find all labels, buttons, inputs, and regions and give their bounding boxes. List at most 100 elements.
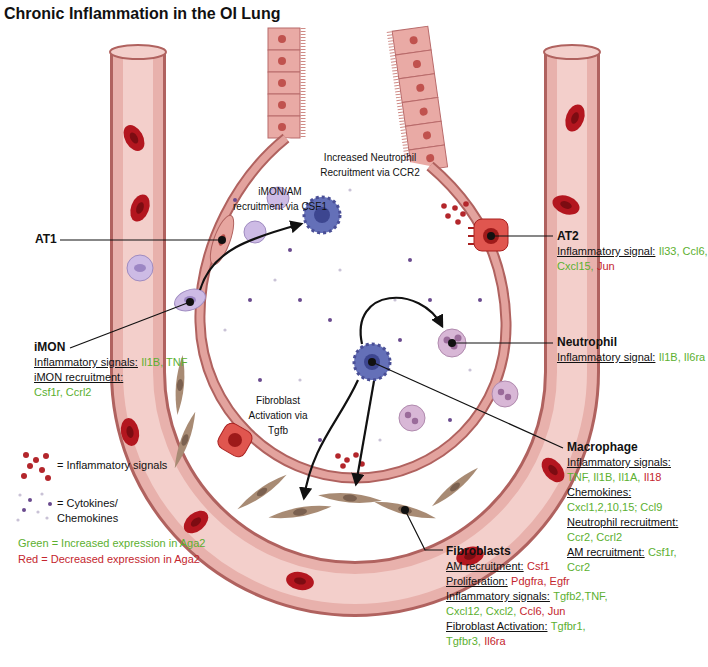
airway-epithelium: [278, 79, 286, 87]
fibroblasts: [318, 491, 383, 506]
fibroblasts: [235, 472, 289, 513]
text-line: AT2: [557, 229, 708, 244]
cytokine-dots: [448, 418, 452, 422]
legend-cytokine-icon: [16, 492, 52, 521]
macrophages: [304, 197, 390, 380]
text-line: Macrophage: [567, 440, 702, 455]
cytokine-dots: [348, 188, 351, 191]
inflammatory-signal-dots: [460, 211, 466, 217]
red-blood-cells: [119, 102, 589, 593]
cell-name: Fibroblasts: [446, 544, 511, 558]
cell-name: iMON: [34, 340, 65, 354]
red-blood-cells: [135, 201, 146, 215]
airway-epithelium: [301, 28, 306, 138]
text-line: Fibroblast Activation:Tgfbr1, Tgfbr3,Il6…: [446, 619, 638, 649]
red-blood-cells: [179, 506, 212, 538]
gene-list-up: Il1B, TNF: [141, 356, 187, 368]
red-blood-cells: [119, 121, 149, 154]
legend-swatch: Green = Increased expression in Aga2: [18, 537, 205, 549]
inflammatory-signal-dots: [344, 457, 350, 463]
gene-list-up: Il1B, Il6ra: [659, 351, 705, 363]
legend-signal-icon: [21, 473, 27, 479]
neutrophils: [412, 418, 418, 424]
inflammatory-signal-dots: [463, 201, 469, 207]
cytokine-dots: [248, 298, 252, 302]
category-heading: AM recruitment:: [567, 546, 645, 558]
macrophages: [354, 344, 390, 380]
cytokine-dots: [258, 378, 262, 382]
neutrophils: [455, 335, 462, 342]
at2-cell: [468, 227, 474, 229]
neutrophils: [492, 381, 518, 407]
inflammatory-signal-dots: [340, 463, 346, 469]
cytokine-dots: [378, 438, 381, 441]
red-blood-cells: [119, 121, 149, 154]
text-line: Inflammatory signals:Il1B, TNF: [34, 355, 194, 370]
cell-callout: MacrophageInflammatory signals:TNF, Il1B…: [567, 440, 702, 575]
cytokine-dots: [318, 438, 322, 442]
at2-cell: [468, 243, 474, 245]
at2-cell: [468, 235, 474, 237]
leader-dot: [186, 298, 194, 306]
leader-dot: [401, 506, 409, 514]
fibroblasts: [318, 491, 383, 506]
fibroblasts: [255, 486, 268, 498]
text-line: Chemokines:: [567, 485, 702, 500]
fibroblasts: [268, 502, 333, 522]
red-blood-cells: [179, 506, 212, 538]
legend-signal-icon: [21, 452, 51, 481]
category-heading: Inflammatory signals:: [34, 356, 138, 368]
fibroblasts: [429, 465, 480, 510]
text-line: Inflammatory signal:Il33, Ccl6, Cxcl15,J…: [557, 244, 708, 274]
airway-epithelium: [268, 116, 300, 138]
category-heading: Inflammatory signal:: [557, 351, 655, 363]
monocytes: [134, 264, 146, 272]
cell-name: AT2: [557, 229, 579, 243]
gene-list-down: Pdgfra, Egfr: [511, 575, 570, 587]
text-line: Increased Neutrophil Recruitment via CCR…: [320, 150, 420, 180]
arrow-label: Increased Neutrophil Recruitment via CCR…: [320, 152, 419, 178]
gene-list-down: Csf1: [527, 560, 550, 572]
process-arrow: [200, 224, 442, 498]
cytokine-dots: [298, 298, 302, 302]
cell-name: AT1: [35, 232, 57, 246]
at2-cell: [474, 219, 508, 251]
inflammatory-signal-dots: [353, 452, 359, 458]
red-blood-cells: [559, 200, 573, 211]
legend-text: Green = Increased expression in Aga2: [18, 537, 205, 549]
red-blood-cells: [127, 192, 153, 224]
legend-signal-icon: [39, 467, 45, 473]
gene-list-up: Csf1r, Ccrl2: [34, 386, 91, 398]
blood-vessel: [110, 45, 166, 59]
cytokine-dots: [288, 248, 292, 252]
gene-list-up: Ccr2, Ccrl2: [567, 531, 622, 543]
neutrophils: [399, 329, 518, 431]
legend-cytokine-icon: [22, 508, 26, 512]
arrow-label: iMON/AM recruitment via CSF1: [233, 186, 327, 212]
alveolus-wall: [200, 138, 506, 478]
fibroblasts: [397, 505, 412, 515]
text-line: Fibroblasts: [446, 544, 638, 559]
airway-epithelium: [422, 131, 431, 140]
gene-list-down: Il18: [644, 471, 662, 483]
blood-vessel: [138, 52, 572, 589]
airway-epithelium: [268, 28, 300, 50]
legend-cytokine-icon: [40, 492, 43, 495]
text-line: AT1: [35, 232, 95, 247]
fibroblasts: [176, 379, 183, 391]
fibroblasts: [429, 465, 480, 510]
process-arrow: [356, 381, 374, 484]
airway-epithelium: [278, 57, 286, 65]
legend-signal-icon: [45, 475, 51, 481]
red-blood-cells: [546, 463, 559, 477]
legend-cytokine-icon: [36, 510, 39, 513]
cytokine-dots: [298, 378, 301, 381]
red-blood-cells: [285, 570, 316, 593]
cell-callout: FibroblastsAM recruitment:Csf1Proliferat…: [446, 544, 638, 649]
arrow-label: Fibroblast Activation via Tgfb: [249, 395, 308, 436]
leader-dot: [487, 232, 495, 240]
inflammatory-signal-dots: [452, 205, 458, 211]
inflammatory-signal-dots: [445, 213, 451, 219]
text-line: AM recruitment:Csf1r, Ccr2: [567, 545, 702, 575]
airway-epithelium: [268, 50, 300, 72]
